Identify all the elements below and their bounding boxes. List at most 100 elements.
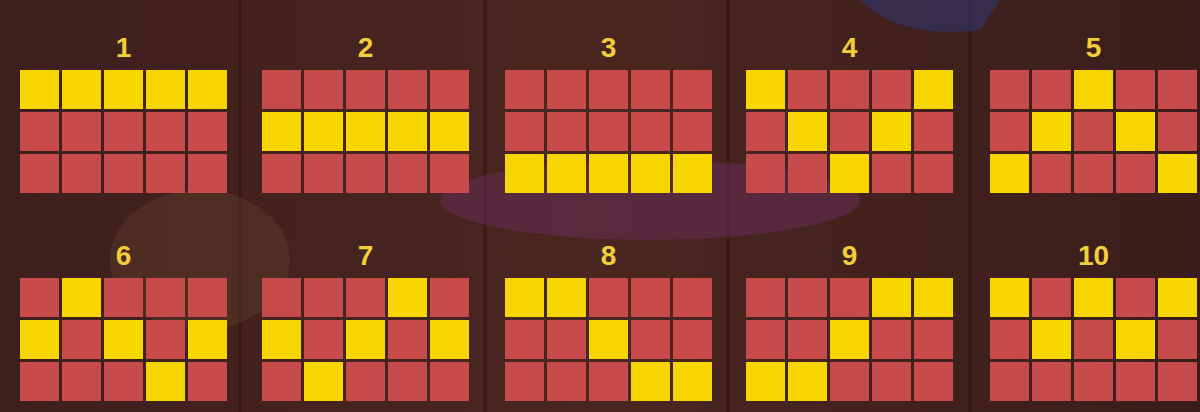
cell xyxy=(746,278,785,317)
cell xyxy=(346,278,385,317)
payline-number: 6 xyxy=(20,238,227,274)
active-cell xyxy=(1116,320,1155,359)
cell xyxy=(188,154,227,193)
active-cell xyxy=(146,362,185,401)
reel-grid xyxy=(990,278,1197,401)
cell xyxy=(304,154,343,193)
active-cell xyxy=(1116,112,1155,151)
active-cell xyxy=(304,112,343,151)
reel-grid xyxy=(990,70,1197,193)
cell xyxy=(631,320,670,359)
cell xyxy=(388,70,427,109)
active-cell xyxy=(505,278,544,317)
cell xyxy=(1074,154,1113,193)
cell xyxy=(830,362,869,401)
cell xyxy=(62,362,101,401)
cell xyxy=(830,112,869,151)
cell xyxy=(388,320,427,359)
reel-grid xyxy=(262,278,469,401)
reel-grid xyxy=(20,70,227,193)
payline-grid: 4 xyxy=(746,30,953,193)
cell xyxy=(346,362,385,401)
cell xyxy=(589,362,628,401)
active-cell xyxy=(830,320,869,359)
payline-number: 4 xyxy=(746,30,953,66)
cell xyxy=(388,362,427,401)
cell xyxy=(589,112,628,151)
cell xyxy=(746,112,785,151)
cell xyxy=(914,320,953,359)
cell xyxy=(990,320,1029,359)
cell xyxy=(188,112,227,151)
active-cell xyxy=(346,112,385,151)
reel-grid xyxy=(20,278,227,401)
active-cell xyxy=(188,70,227,109)
active-cell xyxy=(914,278,953,317)
payline-number: 8 xyxy=(505,238,712,274)
reel-grid xyxy=(505,278,712,401)
cell xyxy=(20,112,59,151)
active-cell xyxy=(1032,320,1071,359)
payline-grid: 3 xyxy=(505,30,712,193)
payline-grid: 2 xyxy=(262,30,469,193)
active-cell xyxy=(1032,112,1071,151)
active-cell xyxy=(1158,154,1197,193)
active-cell xyxy=(430,112,469,151)
cell xyxy=(872,362,911,401)
cell xyxy=(990,112,1029,151)
cell xyxy=(589,70,628,109)
cell xyxy=(788,70,827,109)
payline-grid: 7 xyxy=(262,238,469,401)
cell xyxy=(589,278,628,317)
payline-grid: 9 xyxy=(746,238,953,401)
active-cell xyxy=(505,154,544,193)
cell xyxy=(673,70,712,109)
cell xyxy=(1074,320,1113,359)
cell xyxy=(20,278,59,317)
cell xyxy=(547,320,586,359)
active-cell xyxy=(430,320,469,359)
cell xyxy=(1116,154,1155,193)
active-cell xyxy=(631,154,670,193)
cell xyxy=(547,112,586,151)
cell xyxy=(304,70,343,109)
cell xyxy=(830,70,869,109)
cell xyxy=(430,70,469,109)
payline-grid: 10 xyxy=(990,238,1197,401)
active-cell xyxy=(62,278,101,317)
cell xyxy=(1074,112,1113,151)
cell xyxy=(1032,278,1071,317)
cell xyxy=(1032,70,1071,109)
active-cell xyxy=(631,362,670,401)
cell xyxy=(146,112,185,151)
active-cell xyxy=(547,278,586,317)
cell xyxy=(673,320,712,359)
active-cell xyxy=(746,70,785,109)
active-cell xyxy=(990,154,1029,193)
reel-grid xyxy=(505,70,712,193)
active-cell xyxy=(990,278,1029,317)
cell xyxy=(990,362,1029,401)
active-cell xyxy=(746,362,785,401)
cell xyxy=(788,278,827,317)
reel-grid xyxy=(746,70,953,193)
cell xyxy=(505,320,544,359)
cell xyxy=(430,362,469,401)
cell xyxy=(1158,362,1197,401)
reel-grid xyxy=(262,70,469,193)
payline-number: 9 xyxy=(746,238,953,274)
cell xyxy=(62,320,101,359)
cell xyxy=(914,112,953,151)
cell xyxy=(631,112,670,151)
active-cell xyxy=(872,112,911,151)
payline-number: 7 xyxy=(262,238,469,274)
cell xyxy=(262,362,301,401)
active-cell xyxy=(830,154,869,193)
cell xyxy=(430,154,469,193)
cell xyxy=(1158,112,1197,151)
active-cell xyxy=(1158,278,1197,317)
cell xyxy=(262,278,301,317)
cell xyxy=(1116,278,1155,317)
cell xyxy=(788,154,827,193)
active-cell xyxy=(388,112,427,151)
